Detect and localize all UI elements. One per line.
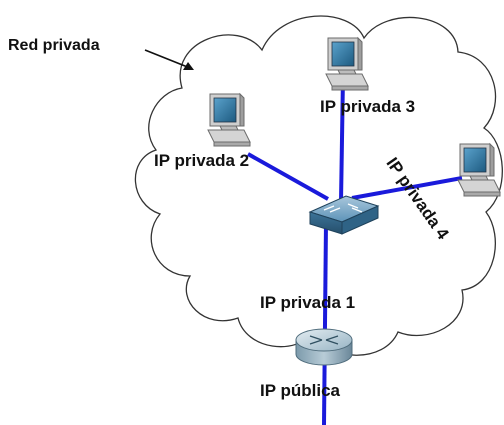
link-to-host-4 (351, 176, 463, 200)
computer-icon (457, 143, 501, 197)
links (247, 75, 463, 425)
link-to-router (322, 221, 328, 425)
pointer-arrow (144, 49, 194, 70)
network-label: Red privada (8, 37, 100, 54)
public-ip-label: IP pública (260, 381, 340, 400)
link-to-host-2 (247, 152, 329, 201)
host-2-label: IP privada 2 (154, 151, 250, 170)
host-3-label: IP privada 3 (320, 97, 416, 116)
switch-icon (308, 195, 380, 235)
computer-icon (207, 93, 251, 147)
computer-icon (325, 37, 369, 91)
link-1-label: IP privada 1 (260, 293, 356, 312)
router-icon (295, 328, 353, 366)
link-to-host-3 (339, 75, 345, 203)
